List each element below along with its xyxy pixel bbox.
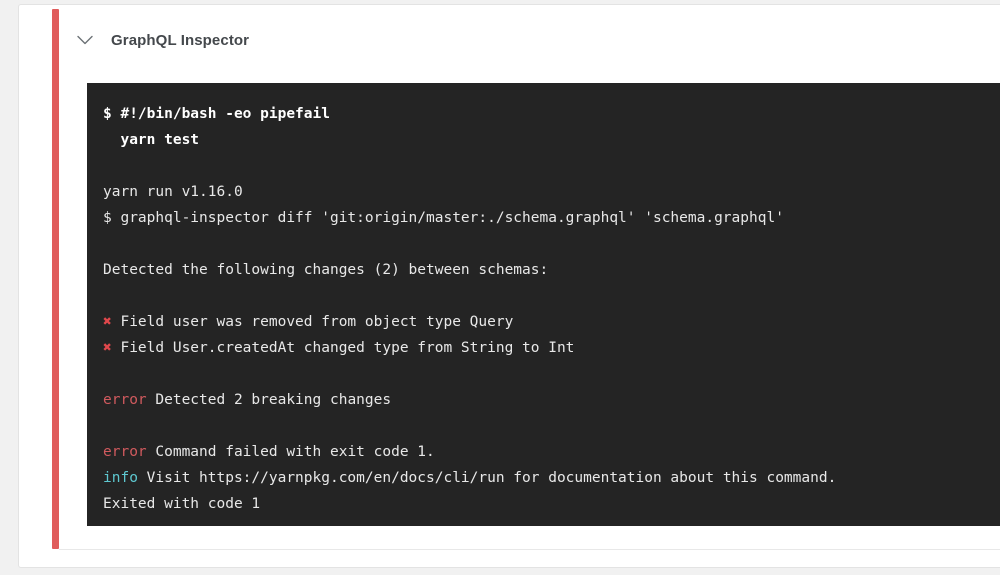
- terminal-error-label: error: [103, 444, 147, 460]
- job-title: GraphQL Inspector: [111, 31, 250, 49]
- cross-mark-icon: ✖: [103, 340, 112, 356]
- terminal-line: [103, 413, 1000, 439]
- terminal-line: Exited with code 1: [103, 496, 261, 512]
- terminal-line: [103, 153, 1000, 179]
- chevron-down-icon[interactable]: [74, 29, 96, 51]
- terminal-error-label: error: [103, 392, 147, 408]
- job-header[interactable]: GraphQL Inspector: [59, 9, 1000, 71]
- job-status-bar: [52, 9, 59, 549]
- terminal-line: $ graphql-inspector diff 'git:origin/mas…: [103, 210, 784, 226]
- card-footer: [59, 550, 1000, 567]
- terminal-info-label: info: [103, 470, 138, 486]
- job-log-card: GraphQL Inspector $ #!/bin/bash -eo pipe…: [18, 4, 1000, 568]
- terminal-line: [103, 361, 1000, 387]
- terminal-command-line: yarn test: [103, 132, 200, 148]
- terminal-line-text: Command failed with exit code 1.: [146, 444, 435, 460]
- terminal-error-line: error Command failed with exit code 1.: [103, 439, 1000, 465]
- terminal-log-output: $ #!/bin/bash -eo pipefail yarn test yar…: [87, 83, 1000, 526]
- terminal-line-text: Visit https://yarnpkg.com/en/docs/cli/ru…: [137, 470, 837, 486]
- terminal-error-line: error Detected 2 breaking changes: [103, 387, 1000, 413]
- terminal-line-text: Field User.createdAt changed type from S…: [111, 340, 575, 356]
- terminal-info-line: info Visit https://yarnpkg.com/en/docs/c…: [103, 465, 1000, 491]
- terminal-breaking-change-line: ✖ Field user was removed from object typ…: [103, 309, 1000, 335]
- terminal-line: [103, 283, 1000, 309]
- terminal-line-text: Field user was removed from object type …: [111, 314, 514, 330]
- page-bottom-gutter: [0, 568, 1000, 575]
- terminal-line: Detected the following changes (2) betwe…: [103, 262, 549, 278]
- terminal-line-text: Detected 2 breaking changes: [146, 392, 392, 408]
- terminal-line: yarn run v1.16.0: [103, 184, 243, 200]
- cross-mark-icon: ✖: [103, 314, 112, 330]
- terminal-command-line: $ #!/bin/bash -eo pipefail: [103, 106, 330, 122]
- card-divider: [59, 549, 1000, 550]
- terminal-breaking-change-line: ✖ Field User.createdAt changed type from…: [103, 335, 1000, 361]
- page-left-gutter: [0, 0, 18, 575]
- terminal-line: [103, 231, 1000, 257]
- terminal-log-panel[interactable]: $ #!/bin/bash -eo pipefail yarn test yar…: [87, 83, 1000, 526]
